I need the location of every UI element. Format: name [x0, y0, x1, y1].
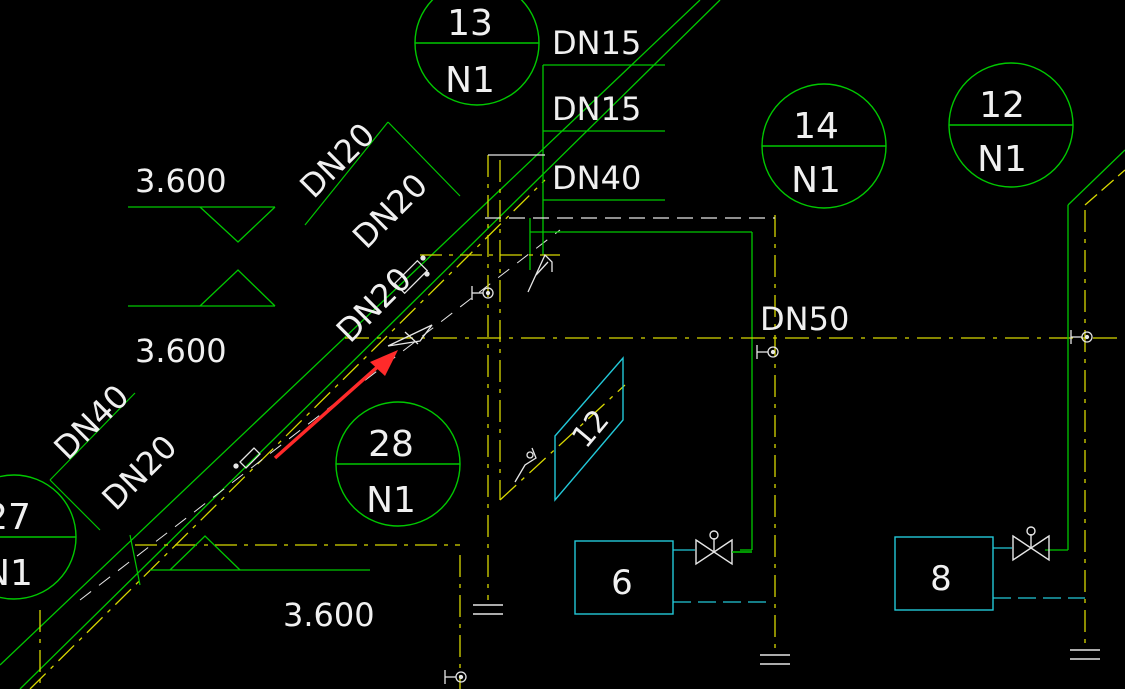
marker-14-bottom: N1 [791, 160, 841, 201]
riser-pipes-yellow [39, 155, 1086, 689]
marker-14-top: 14 [793, 106, 839, 147]
equipment-label-8: 8 [930, 559, 952, 599]
elevation-symbol-lower [128, 269, 276, 307]
marker-27-top: 27 [0, 497, 31, 538]
marker-12[interactable]: 12 N1 [948, 62, 1074, 188]
small-fitting-icon[interactable] [233, 447, 537, 483]
marker-13[interactable]: 13 N1 [414, 0, 540, 106]
diagonal-pipe-main [0, 0, 721, 689]
junction-symbols [444, 286, 1093, 684]
dn-label-block-top [529, 64, 753, 551]
marker-13-top: 13 [447, 3, 493, 44]
equipment-box-6[interactable]: 6 [574, 540, 772, 615]
label-dn50: DN50 [760, 300, 849, 338]
horizontal-pipe-dn50 [345, 154, 1125, 339]
marker-12-top: 12 [979, 85, 1025, 126]
equipment-box-8[interactable]: 8 [894, 536, 1085, 611]
red-arrow-icon [273, 350, 398, 460]
marker-12-bottom: N1 [977, 139, 1027, 180]
marker-13-bottom: N1 [445, 60, 495, 101]
label-leader-lines [49, 121, 461, 586]
label-dn15-a: DN15 [552, 24, 641, 62]
elevation-label-lower: 3.600 [135, 332, 227, 370]
marker-14[interactable]: 14 N1 [761, 83, 887, 209]
marker-28-top: 28 [368, 424, 414, 465]
elevation-symbol-upper [128, 206, 276, 243]
valve-icon[interactable] [393, 255, 430, 295]
label-dn15-b: DN15 [552, 90, 641, 128]
pipe-end-caps [473, 604, 1100, 665]
elevation-symbol-bottom [150, 535, 370, 571]
gate-valve-icon[interactable] [695, 530, 752, 566]
elevation-label-bottom: 3.600 [283, 596, 375, 634]
elbow-fitting-icon[interactable] [527, 253, 553, 293]
equipment-label-6: 6 [611, 563, 633, 603]
right-riser-pipes [1045, 149, 1125, 551]
marker-27[interactable]: 27 N1 [0, 474, 77, 600]
marker-27-bottom: N1 [0, 553, 33, 594]
elevation-labels: 3.600 3.600 3.600 [135, 162, 375, 634]
check-valve-icon[interactable] [387, 324, 433, 347]
label-dn40-top: DN40 [552, 159, 641, 197]
elevation-label-upper: 3.600 [135, 162, 227, 200]
marker-28-bottom: N1 [366, 480, 416, 521]
gate-valve-icon[interactable] [1012, 526, 1050, 562]
marker-28[interactable]: 28 N1 [335, 401, 461, 527]
